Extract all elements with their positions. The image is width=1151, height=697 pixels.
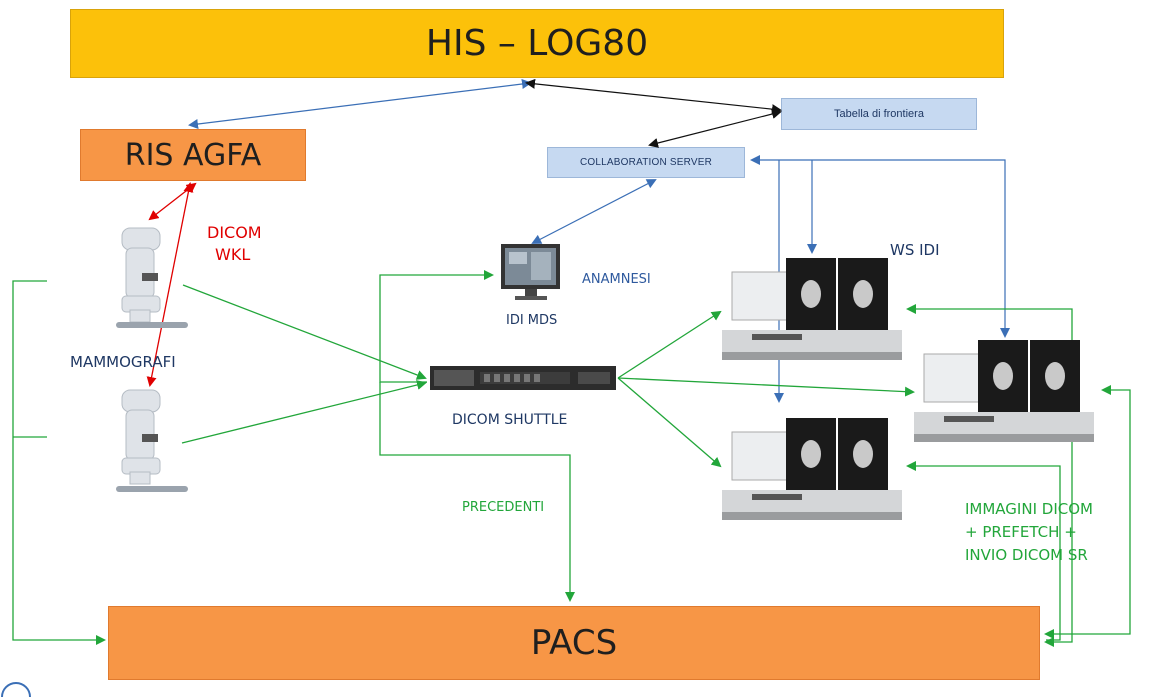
- workstation-icon: [722, 418, 902, 520]
- immagini-label-line2: + PREFETCH +: [965, 523, 1077, 541]
- ris-label: RIS AGFA: [124, 137, 262, 173]
- workstation-icon: [722, 258, 902, 360]
- idi-mds-label: IDI MDS: [506, 313, 558, 328]
- collab-label: COLLABORATION SERVER: [580, 157, 712, 168]
- collaboration-server-box: COLLABORATION SERVER: [547, 147, 745, 178]
- mammografi-label: MAMMOGRAFI: [70, 353, 176, 371]
- arrows-red: [146, 182, 197, 387]
- arrows-green: [12, 270, 1131, 647]
- tabella-frontiera-box: Tabella di frontiera: [781, 98, 977, 130]
- dicom-shuttle-server-icon: [430, 366, 616, 390]
- mammography-unit-icon: [116, 389, 188, 492]
- idi-mds-monitor-icon: [501, 244, 560, 300]
- anamnesi-label: ANAMNESI: [582, 272, 651, 287]
- tabella-label: Tabella di frontiera: [834, 108, 924, 120]
- immagini-label-line3: INVIO DICOM SR: [965, 546, 1088, 564]
- precedenti-label: PRECEDENTI: [462, 500, 545, 515]
- ris-agfa-box: RIS AGFA: [80, 129, 306, 181]
- immagini-label-line1: IMMAGINI DICOM: [965, 500, 1093, 518]
- dicom-shuttle-label: DICOM SHUTTLE: [452, 412, 568, 428]
- logo-icon: [1, 682, 31, 697]
- dicom-wkl-label-line1: DICOM: [207, 223, 262, 242]
- mammography-unit-icon: [116, 227, 188, 328]
- his-log80-box: HIS – LOG80: [70, 9, 1004, 78]
- workstation-icon: [914, 340, 1094, 442]
- pacs-box: PACS: [108, 606, 1040, 680]
- dicom-wkl-label-line2: WKL: [215, 245, 251, 264]
- pacs-label: PACS: [530, 623, 618, 663]
- his-label: HIS – LOG80: [425, 23, 649, 64]
- ws-idi-label: WS IDI: [890, 241, 940, 259]
- arrows-black: [525, 78, 782, 148]
